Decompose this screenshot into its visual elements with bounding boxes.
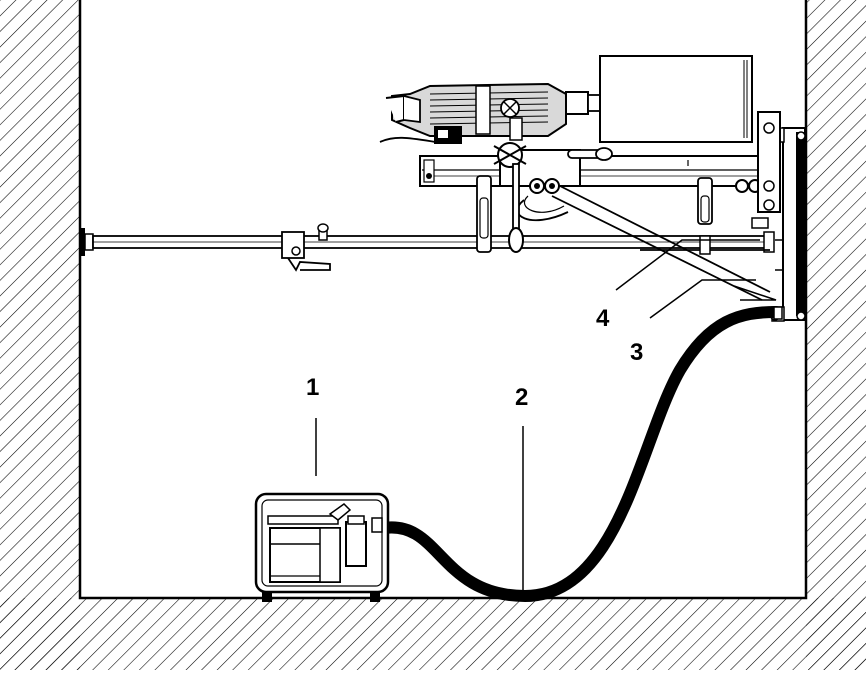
callout-3: 3 [630,339,643,366]
callout-1: 1 [306,374,319,401]
floor-hatching [0,598,866,670]
hose-outline [378,306,782,603]
leader-lines [315,239,777,596]
leader-line-4 [615,239,760,291]
drill-motor [379,82,601,144]
hose-end-fitting [773,306,783,320]
callout-4: 4 [596,305,610,332]
drill-rail [419,155,776,187]
rail-head [751,111,781,229]
water-hose [378,306,783,603]
leader-arrow-3 [733,285,777,301]
left-wall-hatching [0,0,80,670]
brace-clamp [281,223,331,272]
callout-2: 2 [515,384,528,411]
horizontal-brace [80,228,775,256]
rail-legs [476,175,713,255]
feed-handle [493,142,613,253]
water-supply-unit [254,492,390,602]
right-wall-hatching [806,0,866,670]
core-bit-barrel [599,55,753,143]
callouts: 1 2 3 4 [306,305,643,411]
leader-line-3 [649,279,756,319]
